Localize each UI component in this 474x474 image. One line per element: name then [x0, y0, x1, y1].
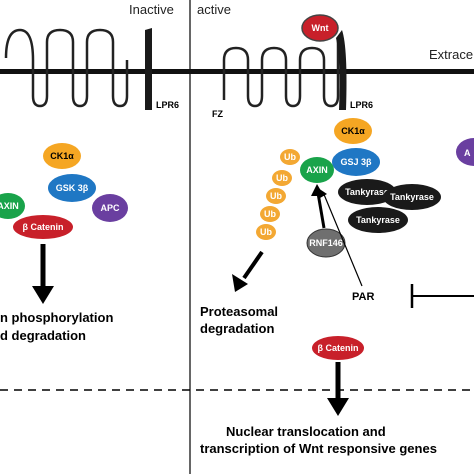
apc-node-right-partial [456, 138, 474, 166]
frizzled-receptor-left [4, 28, 129, 108]
gsk3b-node-left [48, 174, 96, 202]
rnf146-to-axin-arrow [316, 192, 326, 229]
inactive-label: Inactive [129, 2, 174, 17]
tankyrase-label-1: Tankyrase [345, 187, 389, 197]
tankyrase-label-2: Tankyrase [390, 192, 434, 202]
proteasomal-arrow [242, 250, 264, 280]
ck1a-node-right [334, 118, 372, 144]
ck1a-node-left [43, 143, 81, 169]
par-label: PAR [352, 291, 374, 303]
wnt-label: Wnt [312, 23, 329, 33]
rnf146-node [306, 228, 346, 258]
cell-membrane [0, 69, 474, 74]
ck1a-label-right: CK1α [341, 126, 365, 136]
fz-label: FZ [212, 109, 223, 119]
inactive-outcome-line1: n phosphorylation [0, 310, 113, 325]
gsk3b-label-left: GSK 3β [56, 183, 89, 193]
axin-node-left [0, 193, 25, 219]
ub-node-4 [260, 206, 280, 222]
apc-label-left: APC [100, 203, 120, 213]
nuclear-translocation-arrowhead [327, 398, 349, 416]
tankyrase-node-3 [348, 207, 408, 233]
inactive-outcome-line2: d degradation [0, 328, 86, 343]
tankyrase-node-1 [338, 179, 396, 205]
lpr6-label-left: LPR6 [156, 100, 179, 110]
tankyrase-label-3: Tankyrase [356, 215, 400, 225]
ub-node-1 [280, 149, 300, 165]
ub-label-4: Ub [264, 209, 276, 219]
extracellular-label: Extrace [429, 47, 473, 62]
ub-node-3 [266, 188, 286, 204]
lpr6-label-right: LPR6 [350, 100, 373, 110]
tankyrase-node-2 [383, 184, 441, 210]
active-label: active [197, 2, 231, 17]
axin-label-left: AXIN [0, 201, 19, 211]
bcatenin-label-left: β Catenin [23, 222, 64, 232]
frizzled-receptor-right [222, 40, 340, 108]
gsk3b-node-right [332, 148, 380, 176]
ub-label-1: Ub [284, 152, 296, 162]
ub-label-5: Ub [260, 227, 272, 237]
par-to-axin-arrow [322, 191, 363, 287]
proteasomal-arrowhead [232, 274, 248, 292]
par-to-axin-arrowhead [318, 188, 327, 198]
bcatenin-label-right: β Catenin [318, 343, 359, 353]
bcatenin-node-right [312, 336, 364, 360]
wnt-ligand [301, 14, 339, 42]
axin-label-right: AXIN [306, 165, 328, 175]
gsk3b-label-right: GSJ 3β [340, 157, 372, 167]
lpr6-receptor-left [145, 28, 152, 110]
bcatenin-node-left [13, 215, 73, 239]
lpr6-receptor-right [336, 30, 347, 110]
nuclear-line2: transcription of Wnt responsive genes [200, 441, 437, 456]
ub-label-2: Ub [276, 173, 288, 183]
apc-node-left [92, 194, 128, 222]
proteasomal-line1: Proteasomal [200, 304, 278, 319]
ck1a-label-left: CK1α [50, 151, 74, 161]
degradation-arrowhead-left [32, 286, 54, 304]
axin-node-right [300, 157, 334, 183]
ub-label-3: Ub [270, 191, 282, 201]
nuclear-line1: Nuclear translocation and [226, 424, 386, 439]
ub-node-5 [256, 224, 276, 240]
proteasomal-line2: degradation [200, 321, 274, 336]
right-edge-fragment-label: A [464, 148, 471, 158]
rnf146-label: RNF146 [309, 238, 343, 248]
ub-node-2 [272, 170, 292, 186]
